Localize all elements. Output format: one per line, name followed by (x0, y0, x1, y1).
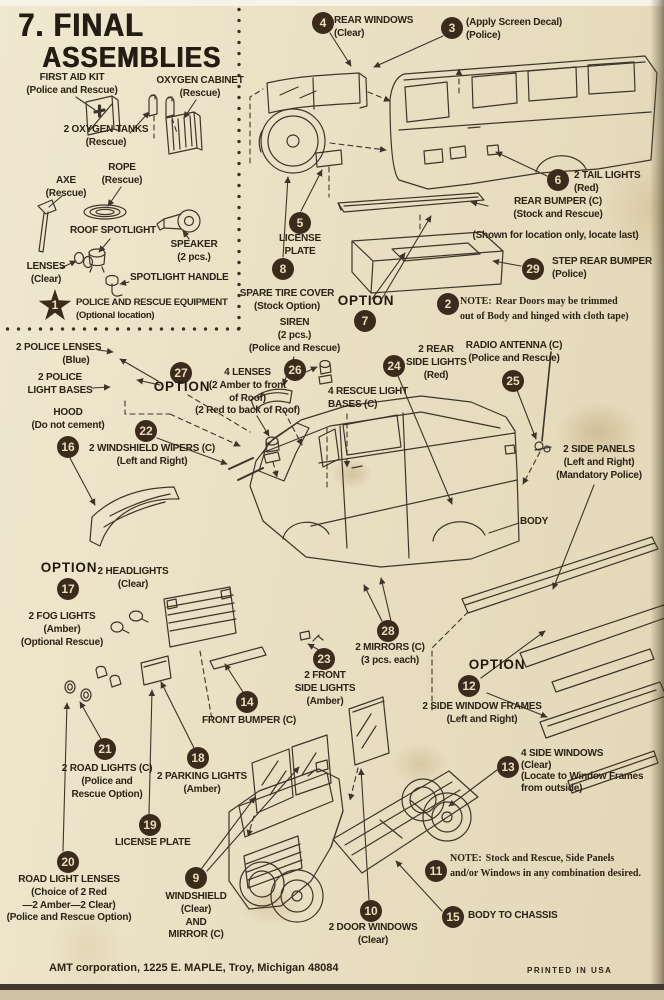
label-rope: ROPE(Rescue) (101, 162, 143, 186)
badge-18: 18 (187, 747, 209, 769)
label-headlights: 2 HEADLIGHTS(Clear) (97, 566, 169, 590)
scan-edge-top (0, 0, 664, 6)
scan-edge-bottom-line (0, 984, 664, 990)
equipment-box-border-bottom (2, 324, 246, 334)
label-first-aid-kit: FIRST AID KIT(Police and Rescue) (26, 72, 118, 96)
label-spare-tire-cover: SPARE TIRE COVER(Stock Option) (239, 288, 335, 312)
label-road-light-lenses: ROAD LIGHT LENSES(Choice of 2 Red —2 Amb… (6, 874, 132, 924)
label-speaker: SPEAKER(2 pcs.) (170, 239, 218, 263)
label-side-window-frames: 2 SIDE WINDOW FRAMES(Left and Right) (422, 701, 542, 725)
equipment-star-number: 1 (51, 298, 59, 312)
badge-29: 29 (522, 258, 544, 280)
equipment-box-heading: POLICE AND RESCUE EQUIPMENT(Optional loc… (76, 297, 228, 321)
badge-17: 17 (57, 578, 79, 600)
label-option-17: OPTION (40, 560, 98, 575)
badge-24: 24 (383, 355, 405, 377)
badge-28: 28 (377, 620, 399, 642)
label-axe: AXE(Rescue) (45, 175, 87, 199)
badge-27: 27 (170, 362, 192, 384)
label-side-panels: 2 SIDE PANELS(Left and Right)(Mandatory … (556, 444, 642, 481)
label-front-bumper: FRONT BUMPER (C) (202, 715, 297, 726)
badge-26: 26 (284, 359, 306, 381)
label-windshield-wipers: 2 WINDSHIELD WIPERS (C)(Left and Right) (89, 443, 215, 467)
label-body: BODY (520, 516, 549, 527)
badge-11: 11 (425, 860, 447, 882)
label-step-rear-bumper: STEP REAR BUMPER(Police) (552, 256, 652, 280)
badge-19: 19 (139, 814, 161, 836)
label-side-windows: 4 SIDE WINDOWS(Clear) (Locate to Window … (521, 748, 644, 794)
badge-12: 12 (458, 675, 480, 697)
rear-assembly-drawing (258, 55, 658, 294)
front-parts-drawing (64, 586, 324, 702)
label-option-27: OPTION (153, 379, 211, 394)
label-lenses: LENSES(Clear) (26, 261, 66, 285)
label-rear-windows: REAR WINDOWS(Clear) (334, 15, 414, 39)
badge-3: 3 (441, 17, 463, 39)
footer-address: AMT corporation, 1225 E. MAPLE, Troy, Mi… (49, 962, 339, 974)
label-option-7: OPTION (337, 293, 395, 308)
label-four-lenses: 4 LENSES(2 Amber to front of Roof)(2 Red… (195, 367, 300, 417)
label-roof-spotlight: ROOF SPOTLIGHT (69, 225, 157, 236)
badge-8: 8 (272, 258, 294, 280)
badge-13: 13 (497, 756, 519, 778)
badge-6: 6 (547, 169, 569, 191)
badge-23: 23 (313, 648, 335, 670)
label-police-lenses: 2 POLICE LENSES(Blue) (16, 342, 102, 366)
equipment-icons (37, 94, 203, 297)
label-hood: HOOD(Do not cement) (31, 407, 105, 431)
label-fog-lights: 2 FOG LIGHTS(Amber)(Optional Rescue) (20, 611, 104, 648)
label-oxygen-cabinet: OXYGEN CABINET(Rescue) (156, 75, 244, 99)
leader-lines (48, 32, 595, 912)
scan-edge-right (650, 0, 664, 1000)
page-title-line1: 7. FINAL (18, 8, 144, 44)
note-11: NOTE:Stock and Rescue, Side Panels and/o… (450, 853, 641, 879)
label-parking-lights: 2 PARKING LIGHTS(Amber) (157, 771, 247, 795)
label-siren: SIREN(2 pcs.)(Police and Rescue) (248, 317, 341, 354)
label-screen-decal: (Apply Screen Decal)(Police) (466, 17, 563, 41)
badge-20: 20 (57, 851, 79, 873)
label-option-12: OPTION (468, 657, 526, 672)
badge-14: 14 (236, 691, 258, 713)
note-2: NOTE:Rear Doors may be trimmed out of Bo… (460, 296, 629, 322)
label-rear-bumper-note: (Shown for location only, locate last) (472, 230, 639, 241)
badge-5: 5 (289, 212, 311, 234)
scan-edge-bottom (0, 990, 664, 1000)
label-radio-antenna: RADIO ANTENNA (C)(Police and Rescue) (465, 340, 563, 364)
label-mirrors: 2 MIRRORS (C)(3 pcs. each) (355, 642, 425, 666)
label-body-to-chassis: BODY TO CHASSIS (468, 910, 558, 921)
badge-15: 15 (442, 906, 464, 928)
badge-2: 2 (437, 293, 459, 315)
label-license-plate-front: LICENSE PLATE (115, 837, 191, 848)
label-tail-lights: 2 TAIL LIGHTS(Red) (574, 170, 641, 194)
page-title-line2: ASSEMBLIES (42, 40, 222, 74)
equipment-box-border-right (234, 4, 244, 330)
badge-25: 25 (502, 370, 524, 392)
badge-22: 22 (135, 420, 157, 442)
label-oxygen-tanks: 2 OXYGEN TANKS(Rescue) (63, 124, 149, 148)
label-spotlight-handle: SPOTLIGHT HANDLE (130, 272, 229, 283)
label-rear-bumper: REAR BUMPER (C)(Stock and Rescue) (513, 196, 603, 220)
badge-10: 10 (360, 900, 382, 922)
badge-9: 9 (185, 867, 207, 889)
badge-7: 7 (354, 310, 376, 332)
main-body-drawing (89, 351, 552, 568)
badge-21: 21 (94, 738, 116, 760)
label-door-windows: 2 DOOR WINDOWS(Clear) (328, 922, 418, 946)
cab-chassis-drawing (228, 734, 479, 923)
badge-16: 16 (57, 436, 79, 458)
footer-printed: PRINTED IN USA (527, 966, 613, 975)
alignment-dashes (124, 68, 541, 837)
badge-4: 4 (312, 12, 334, 34)
